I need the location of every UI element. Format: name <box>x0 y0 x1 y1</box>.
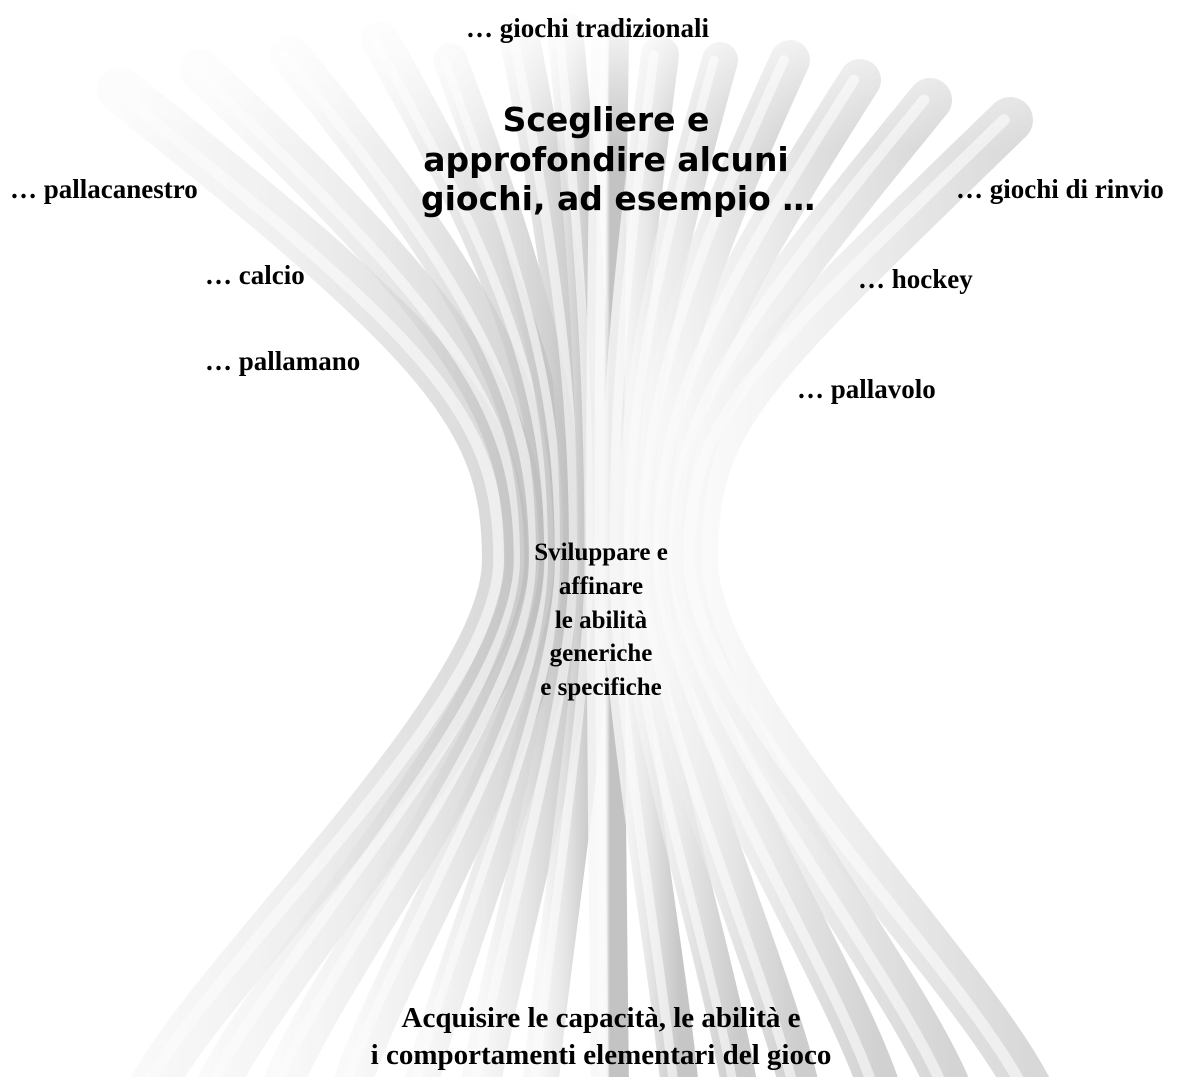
label-pallamano: … pallamano <box>205 345 360 377</box>
heading-line-1: Scegliere e <box>421 100 791 140</box>
center-text-sviluppare: Sviluppare e affinare le abilità generic… <box>481 536 721 705</box>
bottom-line-2: i comportamenti elementari del gioco <box>321 1037 881 1074</box>
label-hockey: … hockey <box>858 263 973 295</box>
label-giochi-tradizionali: … giochi tradizionali <box>466 12 709 44</box>
center-line-2: affinare <box>481 570 721 604</box>
bottom-line-1: Acquisire le capacità, le abilità e <box>321 1000 881 1037</box>
label-pallacanestro: … pallacanestro <box>10 173 198 205</box>
heading-line-2: approfondire alcuni <box>421 140 791 180</box>
label-giochi-di-rinvio: … giochi di rinvio <box>956 173 1164 205</box>
center-line-3: le abilità <box>481 604 721 638</box>
label-calcio: … calcio <box>205 259 305 291</box>
center-line-4: generiche <box>481 637 721 671</box>
heading-line-3: giochi, ad esempio … <box>421 179 791 219</box>
center-line-1: Sviluppare e <box>481 536 721 570</box>
heading-scegliere: Scegliere e approfondire alcuni giochi, … <box>421 100 791 219</box>
bottom-text-acquisire: Acquisire le capacità, le abilità e i co… <box>321 1000 881 1074</box>
label-pallavolo: … pallavolo <box>797 373 936 405</box>
center-line-5: e specifiche <box>481 671 721 705</box>
